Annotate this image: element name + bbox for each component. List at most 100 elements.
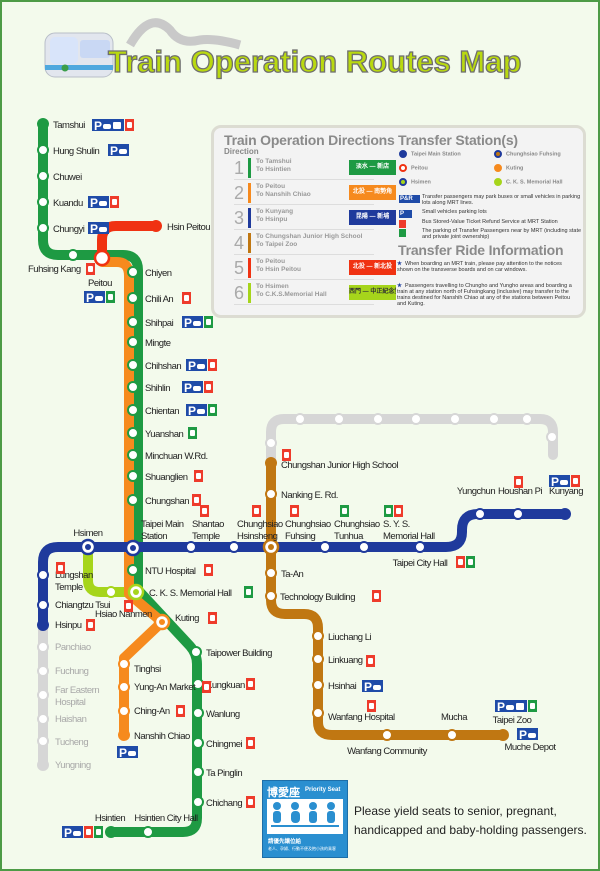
station[interactable]: Technology Building xyxy=(265,590,381,603)
station[interactable]: Taipower Building xyxy=(190,646,273,659)
station[interactable]: Fuchung xyxy=(37,665,89,677)
station[interactable]: Chili An xyxy=(127,292,191,305)
station[interactable]: Haishan xyxy=(37,713,87,725)
station-marker[interactable] xyxy=(265,567,277,579)
station[interactable]: Chingmei xyxy=(192,737,255,750)
station-marker[interactable] xyxy=(37,144,49,156)
station[interactable]: Shuanglien xyxy=(127,470,203,483)
station[interactable]: Chichang xyxy=(192,796,255,809)
station-marker[interactable] xyxy=(127,470,139,482)
station-marker[interactable] xyxy=(185,541,197,553)
station-marker[interactable] xyxy=(358,541,370,553)
station-marker[interactable] xyxy=(192,737,204,749)
station[interactable]: Hsinpu xyxy=(37,619,95,631)
station-marker[interactable] xyxy=(192,707,204,719)
station-marker[interactable] xyxy=(127,427,139,439)
terminal-marker[interactable] xyxy=(118,729,130,741)
station-marker[interactable] xyxy=(228,541,240,553)
station[interactable]: Chiangtzu Tsui xyxy=(37,599,111,611)
station[interactable]: Mingte xyxy=(127,336,171,349)
station-marker[interactable] xyxy=(127,564,139,576)
station[interactable]: Yuanshan xyxy=(127,427,197,440)
station[interactable]: Chungshan Junior High School xyxy=(265,449,399,471)
station[interactable]: Ta-An xyxy=(265,567,304,580)
station-marker[interactable] xyxy=(265,488,277,500)
terminal-marker[interactable] xyxy=(559,508,571,520)
terminal-marker[interactable] xyxy=(265,457,277,469)
station-marker[interactable] xyxy=(127,316,139,328)
station[interactable]: Liuchang Li xyxy=(312,630,372,643)
station[interactable]: Hsimen xyxy=(73,528,103,556)
station[interactable]: Nanking E. Rd. xyxy=(265,488,338,501)
station[interactable]: Taipei City Hall xyxy=(393,541,475,569)
station[interactable]: Tinghsi xyxy=(118,658,162,675)
terminal-marker[interactable] xyxy=(497,729,509,741)
station[interactable]: Mucha xyxy=(441,712,469,741)
station-marker[interactable] xyxy=(265,590,277,602)
station-marker[interactable] xyxy=(312,630,324,642)
station-marker[interactable] xyxy=(127,381,139,393)
station[interactable]: NTU Hospital xyxy=(127,564,213,577)
station-marker[interactable] xyxy=(67,249,79,261)
station-marker[interactable] xyxy=(37,735,49,747)
terminal-marker[interactable] xyxy=(150,220,162,232)
station-marker[interactable] xyxy=(127,359,139,371)
station[interactable]: Chiyen xyxy=(127,266,172,279)
station-marker[interactable] xyxy=(312,679,324,691)
station-marker[interactable] xyxy=(312,653,324,665)
station[interactable]: Fuhsing Kang xyxy=(28,249,95,275)
station-marker[interactable] xyxy=(37,713,49,725)
station[interactable]: Yungning xyxy=(37,759,91,771)
station-marker[interactable] xyxy=(312,707,324,719)
station[interactable]: Hsin Peitou xyxy=(150,220,211,233)
station-marker[interactable] xyxy=(414,541,426,553)
station[interactable]: Chuwei xyxy=(37,170,83,183)
station-marker[interactable] xyxy=(512,508,524,520)
station-marker[interactable] xyxy=(127,404,139,416)
station-marker[interactable] xyxy=(192,766,204,778)
station-marker[interactable] xyxy=(118,681,130,693)
terminal-marker[interactable] xyxy=(105,826,117,838)
station[interactable]: Chungshan xyxy=(127,494,201,507)
terminal-marker[interactable] xyxy=(37,118,49,130)
station-marker[interactable] xyxy=(37,665,49,677)
station[interactable]: Houshan Pi xyxy=(498,476,543,520)
station-marker[interactable] xyxy=(37,641,49,653)
station-marker[interactable] xyxy=(319,541,331,553)
station[interactable]: Yung-An Market xyxy=(118,681,211,693)
station-marker[interactable] xyxy=(190,646,202,658)
station-marker[interactable] xyxy=(142,826,154,838)
station-marker[interactable] xyxy=(105,586,117,598)
station-marker[interactable] xyxy=(127,449,139,461)
station-marker[interactable] xyxy=(37,196,49,208)
station[interactable]: Wanfang Hospital xyxy=(312,700,396,723)
station-marker[interactable] xyxy=(37,599,49,611)
station[interactable]: Hsiao Nanmen xyxy=(95,586,153,620)
station[interactable]: Kuting xyxy=(153,612,217,631)
station[interactable]: Panchiao xyxy=(37,641,91,653)
station-marker[interactable] xyxy=(127,336,139,348)
station[interactable]: Tucheng xyxy=(37,735,89,748)
station-marker[interactable] xyxy=(37,569,49,581)
station-marker[interactable] xyxy=(127,292,139,304)
terminal-marker[interactable] xyxy=(37,619,49,631)
station[interactable]: Wanfang Community xyxy=(347,729,428,757)
